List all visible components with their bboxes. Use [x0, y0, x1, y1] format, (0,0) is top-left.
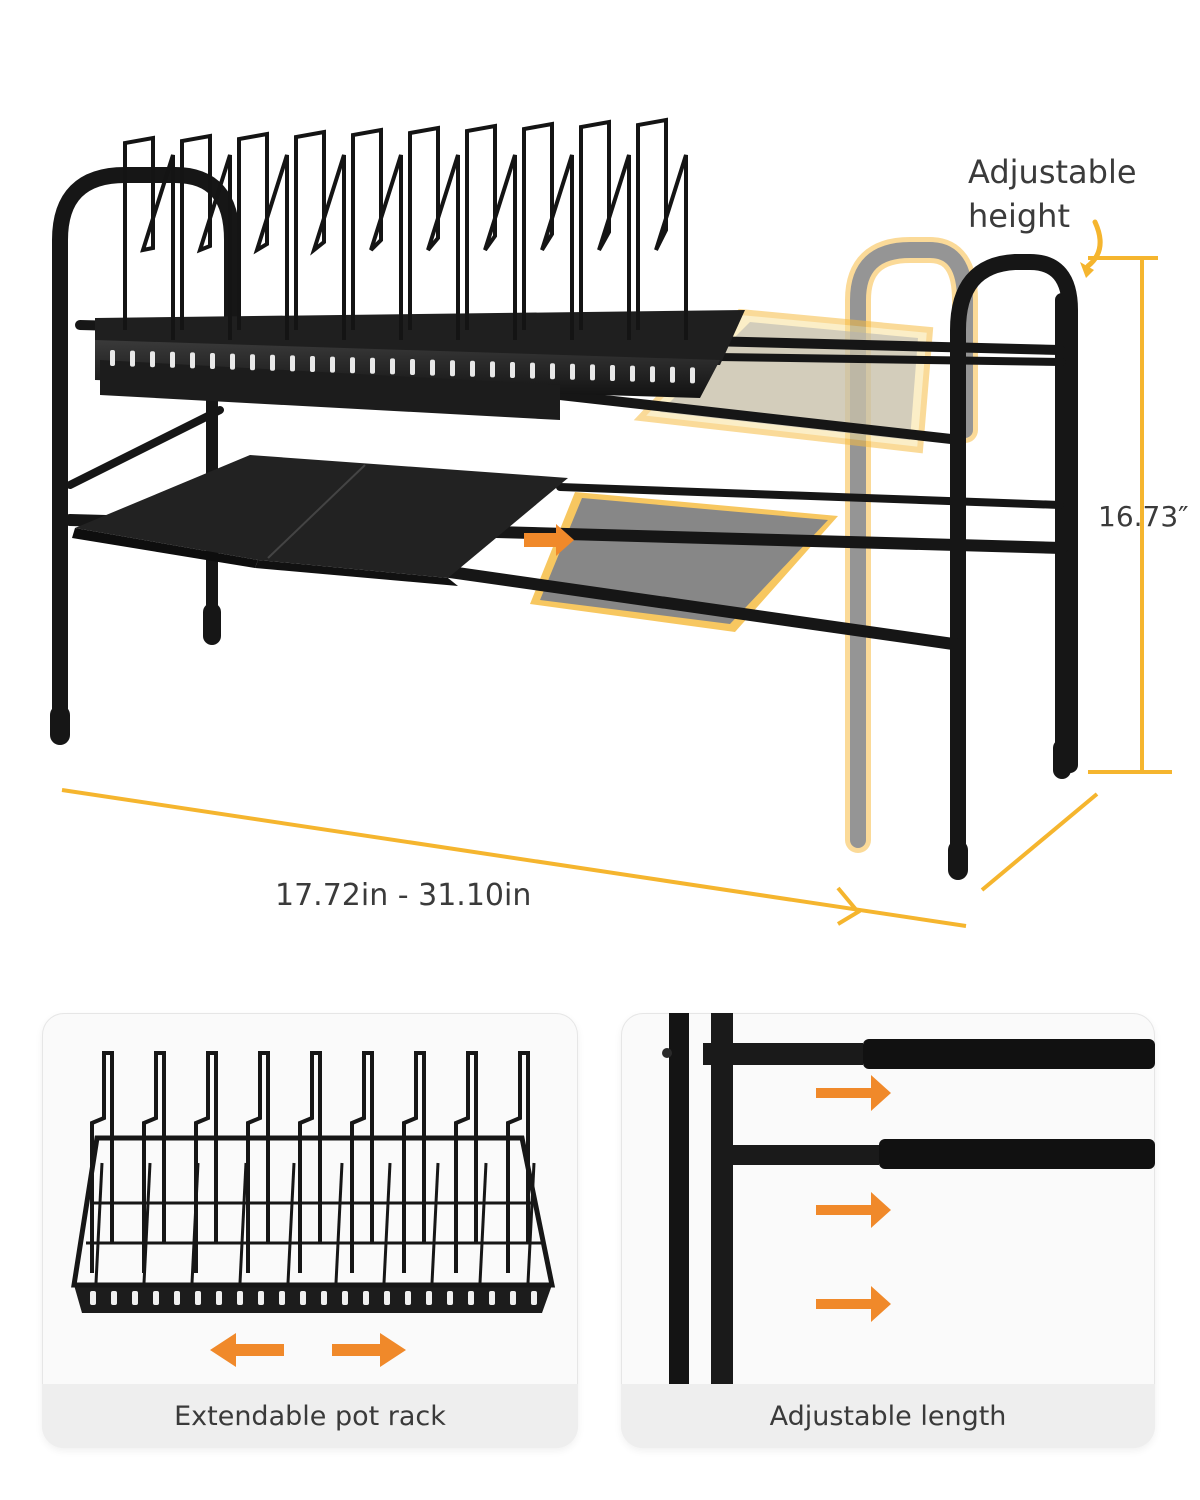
- length-illustration: [662, 1013, 1155, 1385]
- right-arrow-icon: [332, 1333, 406, 1367]
- pot-rack-panel: Extendable pot rack: [42, 1013, 578, 1448]
- adjustable-height-line2: height: [968, 197, 1070, 235]
- pot-rack-caption: Extendable pot rack: [42, 1384, 578, 1448]
- height-dimension-label: 16.73″: [1098, 500, 1189, 533]
- curved-arrow-icon: [1085, 219, 1103, 269]
- height-dimension-line: [1088, 256, 1172, 774]
- adjustable-height-line1: Adjustable: [968, 153, 1137, 191]
- pot-rack-illustration: [71, 1051, 556, 1367]
- adjustable-height-label: Adjustable height: [968, 150, 1137, 238]
- left-arrow-icon: [210, 1333, 284, 1367]
- width-dimension-line: [61, 788, 1099, 928]
- plate-dividers: [123, 117, 688, 340]
- extend-arrow-icon: [816, 1075, 891, 1322]
- length-panel: Adjustable length: [621, 1013, 1155, 1448]
- bottom-shelf: [72, 455, 568, 586]
- extend-arrow-icon: [524, 524, 574, 556]
- length-caption: Adjustable length: [621, 1384, 1155, 1448]
- width-dimension-label: 17.72in - 31.10in: [275, 878, 532, 913]
